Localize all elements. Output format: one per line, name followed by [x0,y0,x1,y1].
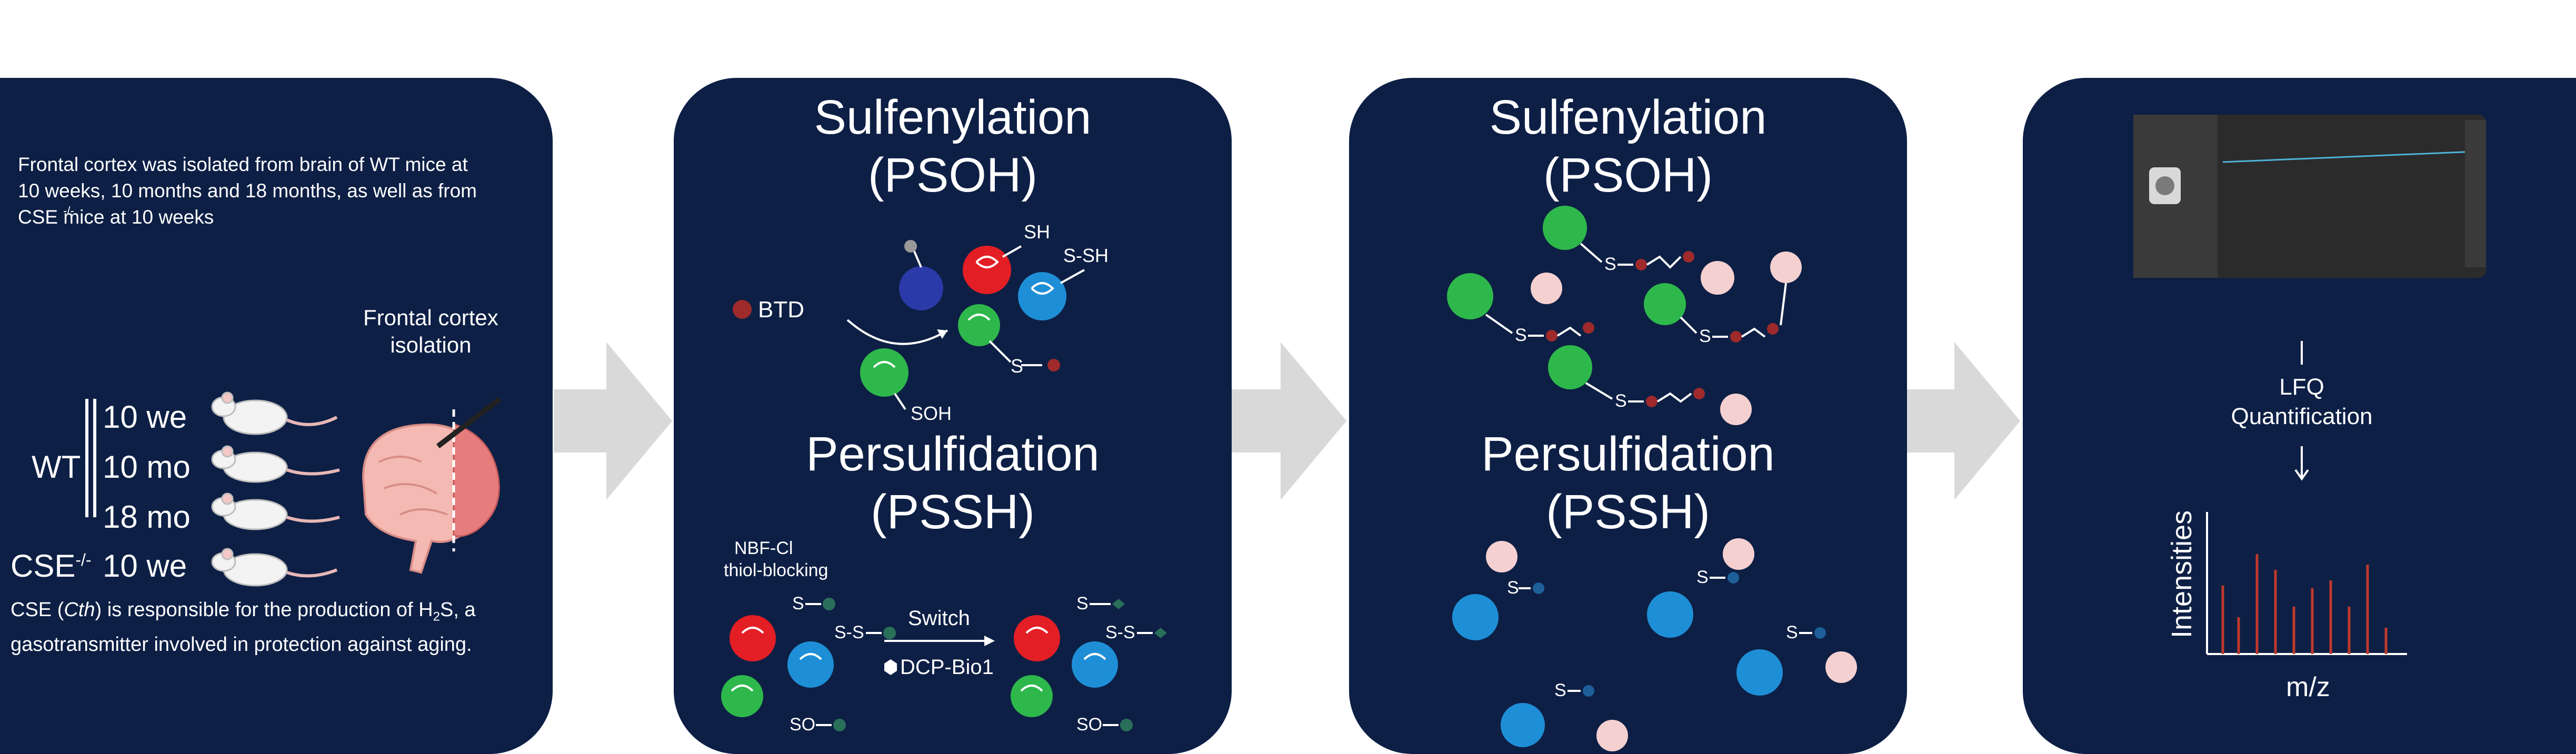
protein-icon [787,641,834,688]
label-s: S [1604,254,1616,274]
protein-icon [899,240,943,310]
label-switch: Switch [908,607,970,630]
sulfenylation-title: Sulfenylation (PSOH) [814,91,1092,202]
mouse-icon [211,492,340,530]
label-s: S [1786,622,1798,642]
mouse-icon [211,391,338,435]
group-cse-label: CSE-/- [11,548,92,584]
persulfidation-title: Persulfidation (PSSH) [806,427,1100,539]
label-ss: S-S [834,622,864,642]
lfq-label: LFQ Quantification [2231,374,2373,429]
brain-label: Frontal cortex isolation [363,305,498,357]
protein-icon [958,304,1000,346]
protein-icon [1501,703,1545,747]
mouse-icon [211,445,340,483]
protein-icon [1452,594,1499,640]
intro-superscript: -/- [63,204,74,217]
label-btd: BTD [758,297,804,323]
label-thiol: thiol-blocking [724,560,828,580]
protein-icon [1548,345,1592,389]
label-so: SO [1076,715,1102,735]
group-age-1: 10 we [103,399,187,435]
persulfidation-title: Persulfidation (PSSH) [1481,427,1775,539]
mass-spectrometer-icon [2133,115,2486,278]
y-axis-label: Intensities [2166,510,2198,638]
label-sh: SH [1024,221,1050,243]
label-ssh: S-SH [1063,245,1109,266]
flow-arrow-icon [1902,342,2020,500]
x-axis-label: m/z [2286,672,2330,702]
label-soh: SOH [911,403,952,424]
persulfidation-enriched: S S S S [1452,538,1857,751]
protein-icon [1647,591,1693,638]
protein-icon [1543,206,1587,250]
panel-labeling-chemistry: Sulfenylation (PSOH) Persulfidation (PSS… [674,78,1232,754]
cse-note: CSE (Cth) is responsible for the product… [11,599,476,656]
group-age-4: 10 we [103,548,187,584]
sulfenylation-scheme: SH S-SH BTD S SOH [733,221,1109,424]
spectrum-icon: Intensities m/z [2166,510,2407,702]
label-dcp: DCP-Bio1 [900,656,994,679]
label-s: S [1696,567,1709,587]
intro-text: Frontal cortex was isolated from brain o… [18,154,477,228]
protein-icon [721,675,763,717]
protein-icon [1018,272,1066,320]
protein-icon [1447,273,1493,319]
panel-sample-prep: Frontal cortex was isolated from brain o… [0,78,553,754]
label-s: S [1699,326,1711,346]
sulfenylation-title: Sulfenylation (PSOH) [1489,91,1767,202]
protein-icon [1072,641,1118,688]
label-s: S [1076,594,1089,614]
group-wt-label: WT [32,449,81,485]
label-s: S [792,594,804,614]
protein-icon [1014,615,1060,661]
protein-icon [1011,675,1053,717]
protein-icon [1736,649,1783,696]
label-s: S [1507,578,1519,598]
group-age-3: 18 mo [103,499,191,535]
panel-mass-spec: LFQ Quantification Intensities m/z [2023,78,2576,754]
mouse-icon [211,548,338,587]
protein-icon [1644,283,1686,325]
mouse-groups-diagram [85,391,502,587]
protein-icon [860,348,908,397]
flow-arrow-icon [554,342,672,500]
protein-icon [963,246,1011,294]
lfq-arrows [2294,341,2309,481]
brain-icon [362,397,502,574]
sulfenylation-enriched: S S S S [1447,206,1802,425]
group-age-2: 10 mo [103,449,191,485]
label-ss: S-S [1105,622,1135,642]
label-s: S [1515,325,1527,345]
label-s: S [1615,391,1627,411]
persulfidation-scheme: NBF-Cl thiol-blocking S S-S SO Switch DC… [721,538,1167,735]
flow-arrow-icon [1228,342,1346,500]
protein-icon [730,615,776,661]
panel-enrichment: Sulfenylation (PSOH) Persulfidation (PSS… [1349,78,1907,754]
label-so: SO [790,715,815,735]
label-s: S [1554,680,1566,700]
label-nbf: NBF-Cl [734,538,793,558]
label-s: S [1011,355,1023,377]
